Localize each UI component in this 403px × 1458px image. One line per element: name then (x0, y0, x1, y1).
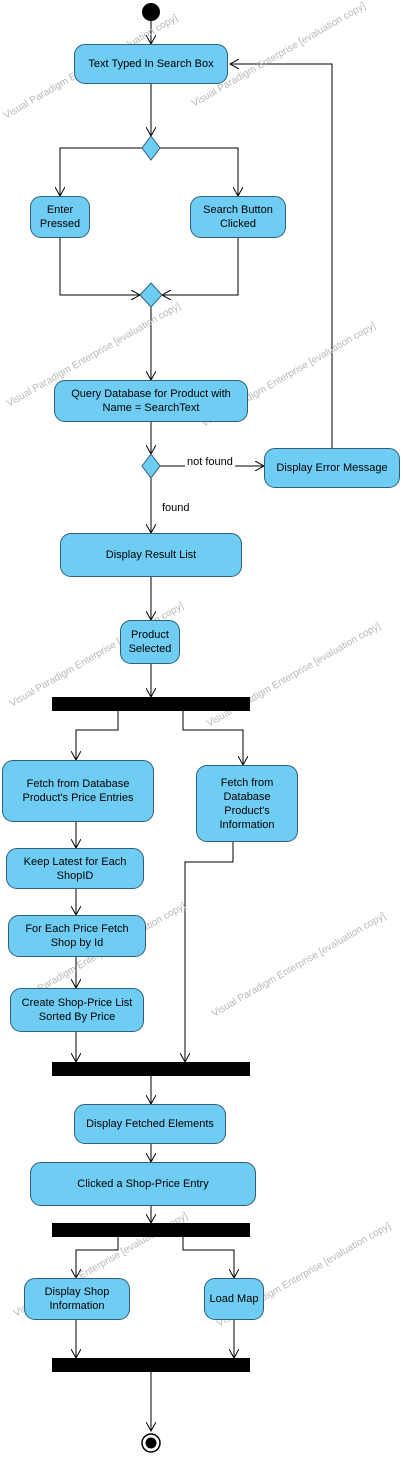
edge-decision-search (160, 147, 238, 196)
fork-bar-shop (52, 1223, 250, 1237)
action-search-button-clicked: Search Button Clicked (190, 196, 286, 238)
edge-enter-merge (59, 238, 140, 295)
action-enter-pressed: Enter Pressed (30, 196, 90, 238)
action-product-selected: Product Selected (120, 620, 180, 664)
action-display-error: Display Error Message (264, 448, 400, 488)
action-display-fetched: Display Fetched Elements (74, 1104, 226, 1144)
edge-fork1-info (182, 711, 243, 765)
action-fetch-product-info: Fetch from Database Product's Informatio… (196, 765, 298, 842)
action-display-result-list: Display Result List (60, 533, 242, 577)
decision-node-input (141, 135, 161, 161)
guard-found: found (160, 502, 192, 514)
guard-not-found: not found (185, 456, 235, 468)
edge-error-text (230, 64, 333, 448)
decision-node-result (141, 453, 161, 479)
action-create-shop-price-list: Create Shop-Price List Sorted By Price (10, 988, 144, 1032)
action-text-typed: Text Typed In Search Box (74, 44, 228, 84)
action-query-database: Query Database for Product with Name = S… (54, 380, 248, 422)
action-fetch-price-entries: Fetch from Database Product's Price Entr… (2, 760, 154, 822)
edge-info-join1 (185, 842, 234, 1062)
edge-fork1-prices (76, 711, 119, 760)
action-load-map: Load Map (204, 1278, 264, 1320)
initial-node (142, 3, 160, 21)
fork-bar-fetch (52, 697, 250, 711)
edge-decision-enter (60, 147, 142, 196)
action-keep-latest: Keep Latest for Each ShopID (6, 848, 144, 889)
merge-node-input (139, 282, 163, 308)
action-clicked-shop-price-entry: Clicked a Shop-Price Entry (30, 1162, 256, 1206)
edge-search-merge (162, 238, 239, 295)
edge-fork2-map (182, 1237, 234, 1278)
edge-fork2-shop (76, 1237, 119, 1278)
join-bar-shop (52, 1358, 250, 1372)
final-node-inner (145, 1437, 157, 1449)
join-bar-fetch (52, 1062, 250, 1076)
action-display-shop-info: Display Shop Information (24, 1278, 130, 1320)
action-fetch-shop: For Each Price Fetch Shop by Id (8, 915, 146, 957)
